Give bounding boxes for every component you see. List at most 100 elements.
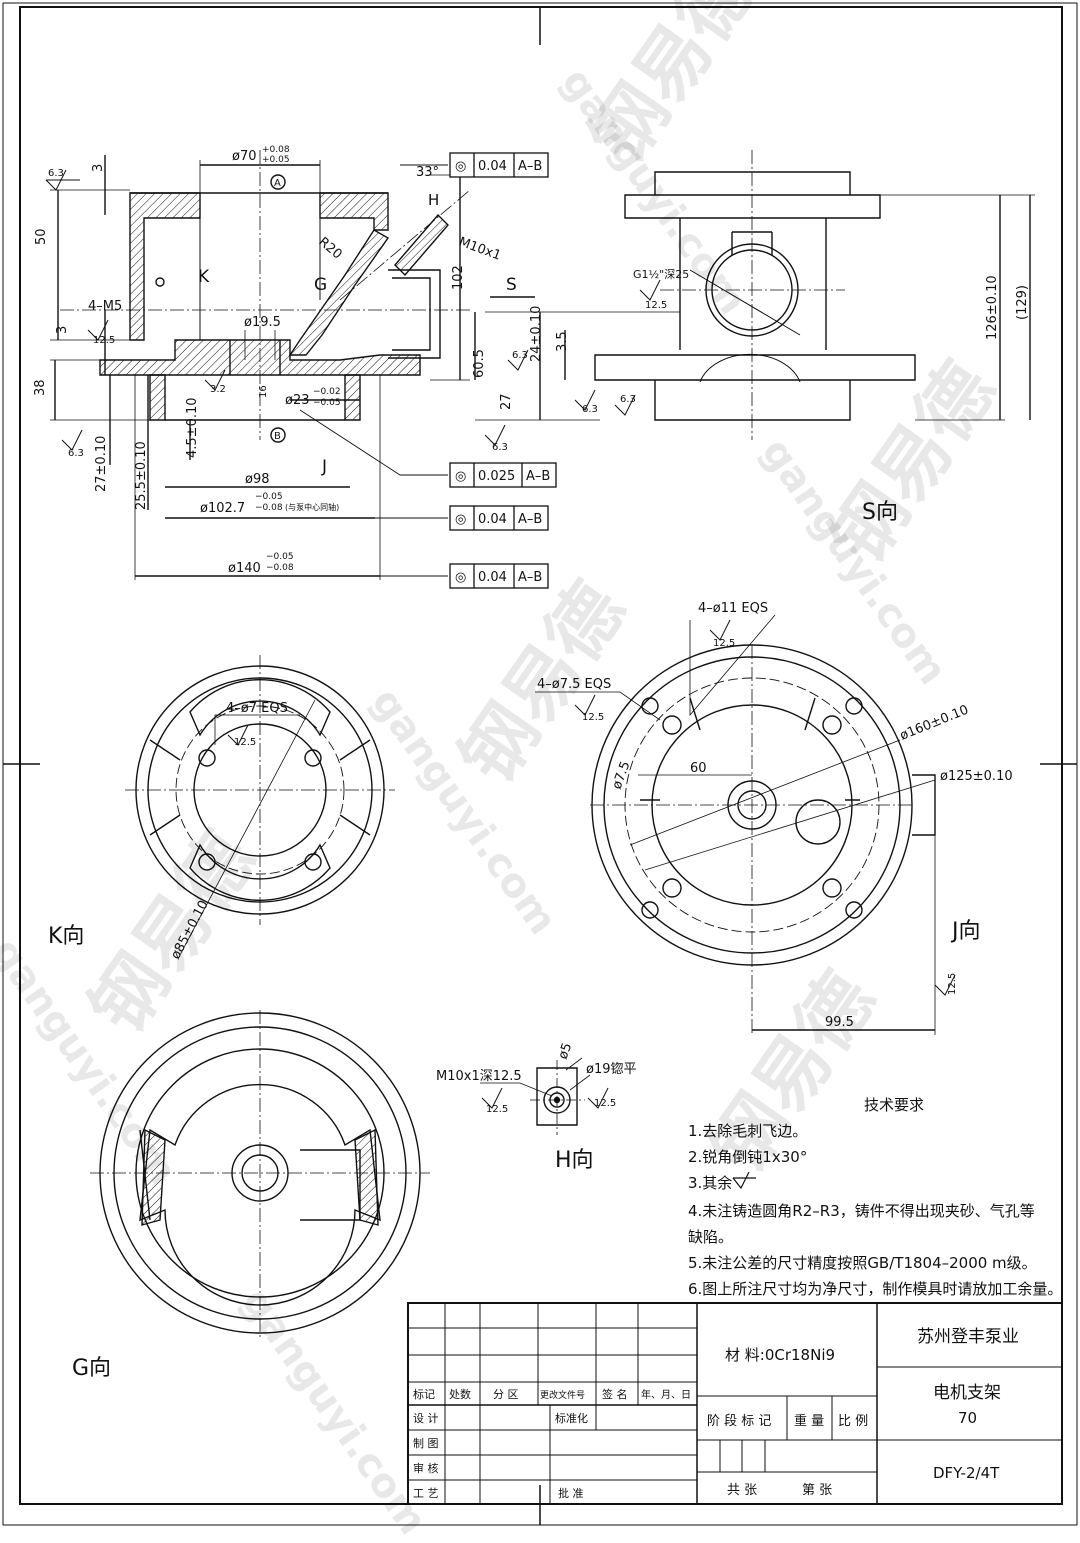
tolerance-frames xyxy=(449,152,557,589)
j-view-label: J向 xyxy=(950,919,981,944)
s-view xyxy=(474,150,1035,440)
tb-drawing-no: DFY-2/4T xyxy=(933,1464,1000,1482)
dim-60-5: 60.5 xyxy=(472,349,487,378)
dim-99-5: 99.5 xyxy=(825,1015,854,1030)
dim-126: 126±0.10 xyxy=(985,275,1000,340)
tol-value-4: 0.04 xyxy=(478,570,507,585)
g-view xyxy=(90,1010,430,1340)
g-view-label: G向 xyxy=(72,1356,111,1381)
section-view xyxy=(50,150,535,580)
ra-4: 3.2 xyxy=(210,384,226,395)
ra-12: 12.5 xyxy=(234,737,256,748)
dim-d23: ø23 xyxy=(285,393,310,408)
dim-d98: ø98 xyxy=(245,472,270,487)
tolerance-frame-texts: ◎ 0.04 A–B ◎ 0.025 A–B ◎ 0.04 A–B ◎ 0.04… xyxy=(455,159,550,585)
j-view xyxy=(535,614,936,1035)
roughness-values: 6.3 12.5 6.3 3.2 6.3 6.3 6.3 6.3 12.5 12… xyxy=(48,168,958,1115)
tol-value-3: 0.04 xyxy=(478,512,507,527)
tb-h-mark: 标记 xyxy=(413,1387,435,1401)
dim-50: 50 xyxy=(34,228,49,245)
tb-stage-mark: 阶 段 标 记 xyxy=(707,1414,771,1429)
ra-15: 12.5 xyxy=(594,1098,616,1109)
tb-part-name: 电机支架 xyxy=(933,1383,1001,1403)
tech-item-4b: 缺陷。 xyxy=(688,1228,733,1246)
tb-h-count: 处数 xyxy=(449,1388,471,1401)
roughness-symbols xyxy=(45,169,956,1109)
letter-h-arrow: H xyxy=(428,191,439,209)
tb-scale: 比 例 xyxy=(838,1414,868,1429)
tech-item-3: 3.其余 xyxy=(688,1174,732,1192)
ra-10: 12.5 xyxy=(713,638,735,649)
tol-datum-3: A–B xyxy=(518,512,542,527)
dim-d102-7-lower: −0.08 xyxy=(255,503,283,513)
dim-102: 102 xyxy=(451,265,466,290)
tb-h-change: 更改文件号 xyxy=(540,1389,585,1401)
tb-h-zone: 分 区 xyxy=(493,1388,519,1401)
dim-129: (129) xyxy=(1015,285,1030,320)
dim-m10x1: M10x1 xyxy=(457,235,503,264)
dim-24: 24±0.10 xyxy=(529,306,544,362)
dim-3-5: 3.5 xyxy=(555,331,570,352)
letter-s-arrow: S xyxy=(506,275,517,295)
j-view-texts: 4–ø11 EQS 4–ø7.5 EQS ø160±0.10 ø125±0.10… xyxy=(537,601,1013,1030)
dim-d5: ø5 xyxy=(556,1041,576,1061)
tech-item-1: 1.去除毛刺飞边。 xyxy=(688,1122,807,1140)
tb-approve: 批 准 xyxy=(558,1486,584,1500)
dim-m5: 4–M5 xyxy=(88,299,122,314)
dim-16: 16 xyxy=(258,385,269,398)
dim-d140-upper: −0.05 xyxy=(266,552,294,562)
section-view-texts: ø70 +0.08 +0.05 33° H M10x1 R20 K G S J … xyxy=(33,145,517,576)
h-view-texts: M10x1深12.5 ø5 ø19锪平 H向 xyxy=(436,1041,637,1173)
s-view-texts: G1½"深25 60.5 24±0.10 3.5 27 126±0.10 (12… xyxy=(472,268,1030,525)
s-view-label: S向 xyxy=(862,500,898,525)
tb-role-process: 工 艺 xyxy=(413,1487,439,1500)
dim-d160: ø160±0.10 xyxy=(898,703,971,744)
dim-3a: 3 xyxy=(91,164,106,172)
h-view xyxy=(480,1057,591,1135)
dim-holes-11: 4–ø11 EQS xyxy=(698,601,768,616)
tol-symbol-1: ◎ xyxy=(455,159,466,174)
dim-d19-5: ø19.5 xyxy=(244,315,281,330)
ra-9: 12.5 xyxy=(645,300,667,311)
ra-7: 6.3 xyxy=(620,394,636,405)
dim-d7-5: ø7.5 xyxy=(610,759,634,791)
tb-total-sheets: 共 张 xyxy=(727,1483,757,1498)
tech-item-5: 5.未注公差的尺寸精度按照GB/T1804–2000 m级。 xyxy=(688,1254,1037,1272)
tech-requirements: 技术要求 1.去除毛刺飞边。 2.锐角倒钝1x30° 3.其余 4.未注铸造圆角… xyxy=(688,1096,1062,1298)
tb-sheet-no: 第 张 xyxy=(802,1483,832,1498)
dim-d102-7-upper: −0.05 xyxy=(255,492,283,502)
tol-symbol-3: ◎ xyxy=(455,512,466,527)
dim-d70: ø70 xyxy=(232,149,257,164)
tb-role-design: 设 计 xyxy=(413,1412,439,1425)
dim-38: 38 xyxy=(33,379,48,396)
tech-title: 技术要求 xyxy=(864,1096,924,1114)
k-view-label: K向 xyxy=(48,924,84,949)
title-block-texts: 标记 处数 分 区 更改文件号 签 名 年、月、日 设 计 制 图 审 核 工 … xyxy=(413,1327,1019,1500)
tech-item-6: 6.图上所注尺寸均为净尺寸，制作模具时请放加工余量。 xyxy=(688,1280,1062,1298)
ra-6: 6.3 xyxy=(582,404,598,415)
dim-g-thread: G1½"深25 xyxy=(633,268,689,281)
tb-h-date: 年、月、日 xyxy=(641,1388,691,1401)
ra-1: 6.3 xyxy=(48,168,64,179)
tb-role-draw: 制 图 xyxy=(413,1437,439,1450)
dim-holes-7: 4–ø7 EQS xyxy=(226,701,288,716)
ra-2: 12.5 xyxy=(93,335,115,346)
datum-a: A xyxy=(274,178,281,189)
dim-m10-deep: M10x1深12.5 xyxy=(436,1069,522,1084)
tb-weight: 重 量 xyxy=(794,1413,824,1429)
tol-value-2: 0.025 xyxy=(478,469,515,484)
dim-d70-lower: +0.05 xyxy=(262,155,290,165)
ra-5: 6.3 xyxy=(492,442,508,453)
dim-angle33: 33° xyxy=(416,165,439,180)
ra-14: 12.5 xyxy=(486,1104,508,1115)
dim-d125: ø125±0.10 xyxy=(940,769,1013,784)
ra-11: 12.5 xyxy=(582,712,604,723)
letter-g-arrow: G xyxy=(314,275,327,295)
dim-d70-upper: +0.08 xyxy=(262,145,290,155)
datum-b: B xyxy=(274,431,281,442)
dim-holes-7-5: 4–ø7.5 EQS xyxy=(537,677,611,692)
dim-d19-face: ø19锪平 xyxy=(586,1061,637,1077)
dim-d85: ø85±0.10 xyxy=(168,898,211,962)
tol-datum-4: A–B xyxy=(518,570,542,585)
